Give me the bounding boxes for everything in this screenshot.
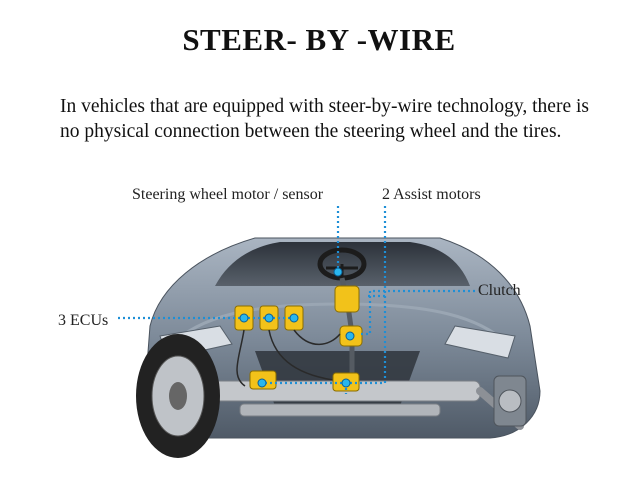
leader-endpoints [239,267,355,388]
slide-body-text: In vehicles that are equipped with steer… [60,96,589,142]
label-assist-motors: 2 Assist motors [382,186,481,203]
wiring-harness [236,329,341,387]
right-hub [493,375,527,427]
right-headlight [444,325,516,359]
label-steering-wheel-motor: Steering wheel motor / sensor [132,186,324,203]
label-ecus: 3 ECUs [58,312,109,329]
steer-by-wire-diagram: Steering wheel motor / sensor 2 Assist m… [0,176,638,478]
slide-title: STEER- BY -WIRE [182,22,456,57]
left-tire [136,334,220,458]
car-illustration [118,206,541,458]
steering-motor-icon [334,285,360,313]
label-clutch: Clutch [478,282,521,299]
